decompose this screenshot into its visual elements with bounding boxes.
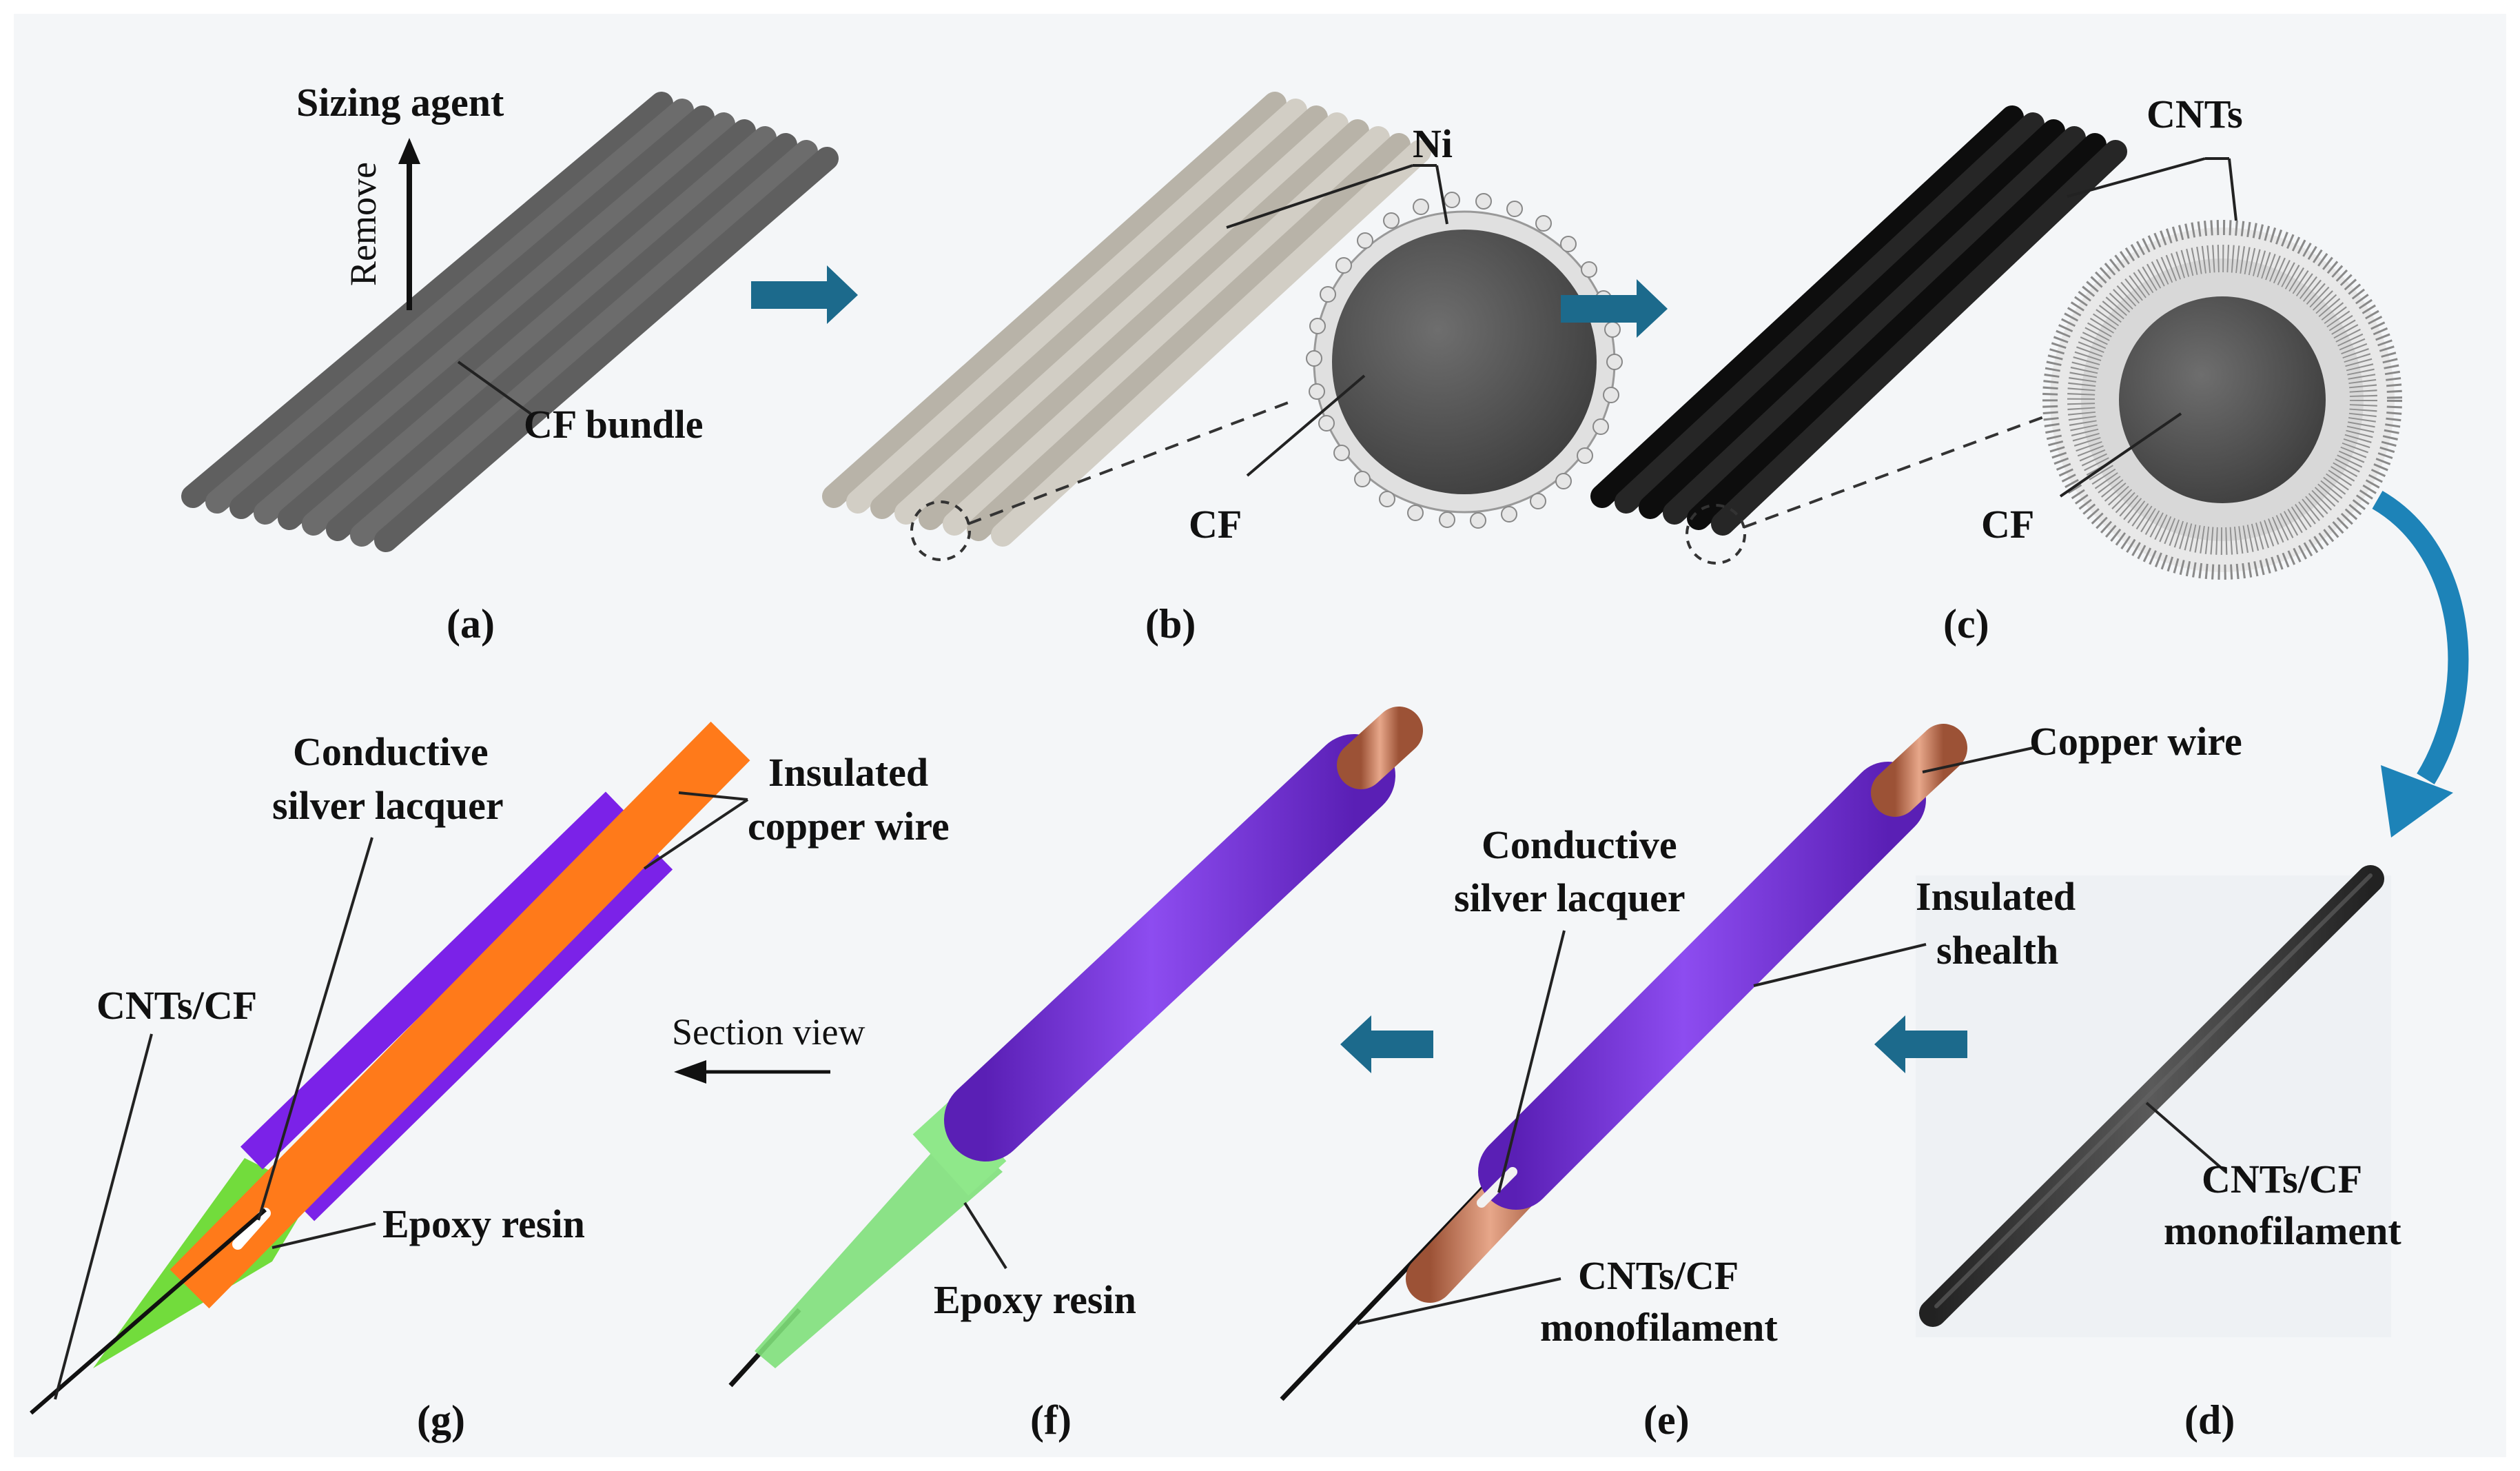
cnts-cf-label-g: CNTs/CF [96, 983, 257, 1028]
cf-bundle-label: CF bundle [524, 402, 704, 447]
cf-bundle-leader [457, 361, 532, 415]
cnts-leader-3 [2228, 158, 2237, 221]
silver-lacquer-g [232, 1208, 271, 1250]
sheath-leader [1753, 943, 1927, 987]
copper-label-g-2: copper wire [748, 804, 950, 849]
cf-leader-b [1246, 374, 1366, 477]
cnt-grown-fiber-bundle [1590, 105, 2127, 536]
monofilament-leader-d [2145, 1102, 2227, 1173]
process-arrow-b-c [1561, 279, 1668, 338]
silver-label-e-1: Conductive [1482, 822, 1677, 867]
panel-d: CNTs/CF monofilament (d) [1916, 865, 2401, 1443]
process-arrow-c-d [2372, 491, 2469, 784]
epoxy-label-f: Epoxy resin [934, 1277, 1136, 1322]
monofilament-label-d-2: monofilament [2164, 1208, 2401, 1253]
cf-core-b [1332, 230, 1597, 494]
silver-lacquer-e [1477, 1167, 1517, 1208]
caption-g: (g) [417, 1397, 465, 1443]
panel-e: Copper wire Conductive silver lacquer In… [1280, 719, 2242, 1443]
caption-b: (b) [1145, 601, 1196, 647]
process-arrow-c-d-head [2381, 765, 2453, 838]
ni-label: Ni [1413, 121, 1453, 166]
sheath-label-2: shealth [1936, 928, 2058, 973]
cf-bundle-gray [181, 92, 839, 552]
ni-beads [1306, 192, 1623, 529]
silver-leader-g [257, 837, 373, 1221]
copper-label-g-1: Insulated [768, 750, 928, 795]
remove-arrowhead [398, 138, 420, 164]
caption-d: (d) [2184, 1397, 2235, 1443]
zoom-marker-c [1686, 504, 1746, 565]
panel-f: Epoxy resin (f) [728, 707, 1423, 1443]
silver-label-e-2: silver lacquer [1454, 875, 1686, 920]
ni-coated-fiber-bundle [822, 92, 1431, 547]
sizing-agent-label: Sizing agent [296, 80, 504, 125]
cf-core-c [2119, 296, 2326, 503]
copper-end-f [1337, 707, 1423, 789]
process-arrow-e-f [1340, 1015, 1433, 1073]
cf-label-c: CF [1981, 502, 2034, 547]
copper-wire-top-e [1871, 724, 1967, 817]
ni-leader-3 [1435, 165, 1448, 225]
copper-leader-g-1 [678, 791, 748, 801]
cnts-label: CNTs [2147, 92, 2243, 136]
panel-g: Conductive silver lacquer Insulated copp… [30, 721, 950, 1443]
mono-label-e-2: monofilament [1540, 1305, 1778, 1350]
monofilament-highlight [1934, 873, 2373, 1308]
epoxy-label-g: Epoxy resin [382, 1201, 585, 1246]
section-view-arrowhead [674, 1060, 706, 1084]
silver-leader-e [1497, 930, 1566, 1193]
cnts-cf-fiber-g [30, 1208, 267, 1415]
epoxy-tip-f [755, 1127, 1003, 1368]
panel-c: CNTs CF (c) [1590, 92, 2402, 647]
insulated-sheath-f [944, 734, 1395, 1161]
caption-a: (a) [447, 601, 495, 647]
silver-label-g-1: Conductive [293, 729, 489, 774]
process-arrow-a-b [751, 265, 858, 324]
caption-e: (e) [1643, 1397, 1690, 1443]
zoom-marker-b [910, 500, 971, 561]
ni-leader-1 [1226, 164, 1413, 229]
cf-label-b: CF [1189, 502, 1242, 547]
epoxy-leader-g [272, 1222, 376, 1249]
caption-c: (c) [1943, 601, 1989, 647]
remove-label: Remove [342, 162, 384, 286]
monofilament-label-d-1: CNTs/CF [2202, 1157, 2362, 1201]
cnts-leader-1 [2067, 157, 2206, 198]
section-view-label: Section view [672, 1011, 865, 1053]
mono-label-e-1: CNTs/CF [1578, 1253, 1739, 1298]
copper-wire-leader [1922, 747, 2034, 773]
orange-copper-core-g [170, 721, 750, 1309]
silver-label-g-2: silver lacquer [272, 783, 504, 828]
process-arrow-d-e [1874, 1015, 1967, 1073]
sheath-label-1: Insulated [1916, 874, 2076, 919]
cf-leader-c [2059, 412, 2182, 498]
copper-wire-label: Copper wire [2029, 719, 2242, 764]
caption-f: (f) [1030, 1397, 1072, 1443]
cnts-cf-monofilament [1919, 865, 2384, 1327]
insulated-sheath-e [1478, 762, 1926, 1210]
copper-leader-g-2 [643, 798, 749, 870]
epoxy-leader-f [963, 1201, 1007, 1270]
cnts-cf-leader-g [54, 1033, 153, 1400]
panel-a: Sizing agent Remove CF bundle (a) [181, 80, 839, 647]
mono-leader-e [1357, 1277, 1561, 1325]
zoom-line-b [967, 398, 1296, 525]
zoom-line-c [1743, 402, 2082, 529]
purple-sheath-left-g [240, 791, 628, 1170]
panel-b: Ni CF (b) [822, 92, 1623, 647]
